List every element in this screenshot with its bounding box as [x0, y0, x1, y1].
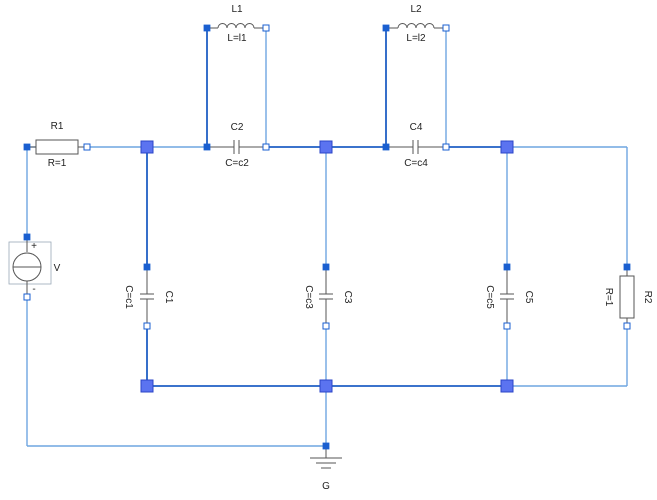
pin-r2-top[interactable]: [623, 263, 631, 271]
v-minus-sign: -: [32, 284, 35, 295]
pin-r1-right[interactable]: [83, 143, 91, 151]
c5-name: C5: [523, 291, 534, 304]
r2-value: R=1: [603, 288, 614, 307]
r1-value: R=1: [48, 158, 67, 169]
pin-l2-left[interactable]: [382, 24, 390, 32]
junctions: [140, 140, 514, 393]
c4-name: C4: [410, 122, 423, 133]
pin-v-negative[interactable]: [23, 293, 31, 301]
pin-l2-right[interactable]: [442, 24, 450, 32]
capacitor-c3[interactable]: C3 C=c3: [303, 267, 353, 326]
junction-node-3[interactable]: [500, 140, 514, 154]
l2-name: L2: [410, 4, 422, 15]
inductor-l1[interactable]: L1 L=l1: [207, 4, 266, 44]
pin-ground[interactable]: [322, 442, 330, 450]
pin-c1-top[interactable]: [143, 263, 151, 271]
pin-c4-right[interactable]: [442, 143, 450, 151]
r2-name: R2: [642, 291, 653, 304]
wires: [26, 28, 628, 447]
junction-ground-1[interactable]: [140, 379, 154, 393]
pin-c3-bottom[interactable]: [322, 322, 330, 330]
c2-value: C=c2: [225, 158, 249, 169]
pin-c4-left[interactable]: [382, 143, 390, 151]
r1-name: R1: [51, 121, 64, 132]
v-name: V: [54, 263, 61, 274]
c2-name: C2: [231, 122, 244, 133]
capacitor-c4[interactable]: C4 C=c4: [386, 122, 446, 169]
pin-l1-left[interactable]: [203, 24, 211, 32]
pin-v-positive[interactable]: [23, 233, 31, 241]
resistor-r2[interactable]: R2 R=1: [603, 267, 653, 326]
v-plus-sign: +: [31, 241, 37, 252]
c1-value: C=c1: [123, 285, 134, 309]
l1-name: L1: [231, 4, 243, 15]
l2-value: L=l2: [406, 33, 426, 44]
r2-body: [619, 275, 635, 319]
capacitor-c1[interactable]: C1 C=c1: [123, 267, 174, 326]
junction-node-2[interactable]: [319, 140, 333, 154]
resistor-r1[interactable]: R1 R=1: [27, 121, 87, 169]
c4-value: C=c4: [404, 158, 428, 169]
pin-c5-top[interactable]: [503, 263, 511, 271]
ground-g[interactable]: G: [310, 446, 342, 492]
pin-c3-top[interactable]: [322, 263, 330, 271]
capacitor-c5[interactable]: C5 C=c5: [484, 267, 534, 326]
l2-coil: [397, 23, 435, 29]
r1-body: [35, 139, 79, 155]
c5-value: C=c5: [484, 285, 495, 309]
junction-node-1[interactable]: [140, 140, 154, 154]
c3-name: C3: [342, 291, 353, 304]
pin-v-top-junction[interactable]: [23, 143, 31, 151]
c1-name: C1: [163, 291, 174, 304]
l1-value: L=l1: [227, 33, 247, 44]
pin-c1-bottom[interactable]: [143, 322, 151, 330]
pin-c5-bottom[interactable]: [503, 322, 511, 330]
pin-l1-right[interactable]: [262, 24, 270, 32]
capacitor-c2[interactable]: C2 C=c2: [207, 122, 266, 169]
junction-ground-2[interactable]: [319, 379, 333, 393]
pin-c2-left[interactable]: [203, 143, 211, 151]
inductor-l2[interactable]: L2 L=l2: [386, 4, 446, 44]
pin-c2-right[interactable]: [262, 143, 270, 151]
pins: [23, 24, 631, 450]
l1-coil: [217, 23, 255, 29]
g-name: G: [322, 481, 330, 492]
v-selection-box: [8, 241, 52, 285]
voltage-source-v[interactable]: + - V: [8, 237, 61, 297]
junction-ground-3[interactable]: [500, 379, 514, 393]
pin-r2-bottom[interactable]: [623, 322, 631, 330]
c3-value: C=c3: [303, 285, 314, 309]
